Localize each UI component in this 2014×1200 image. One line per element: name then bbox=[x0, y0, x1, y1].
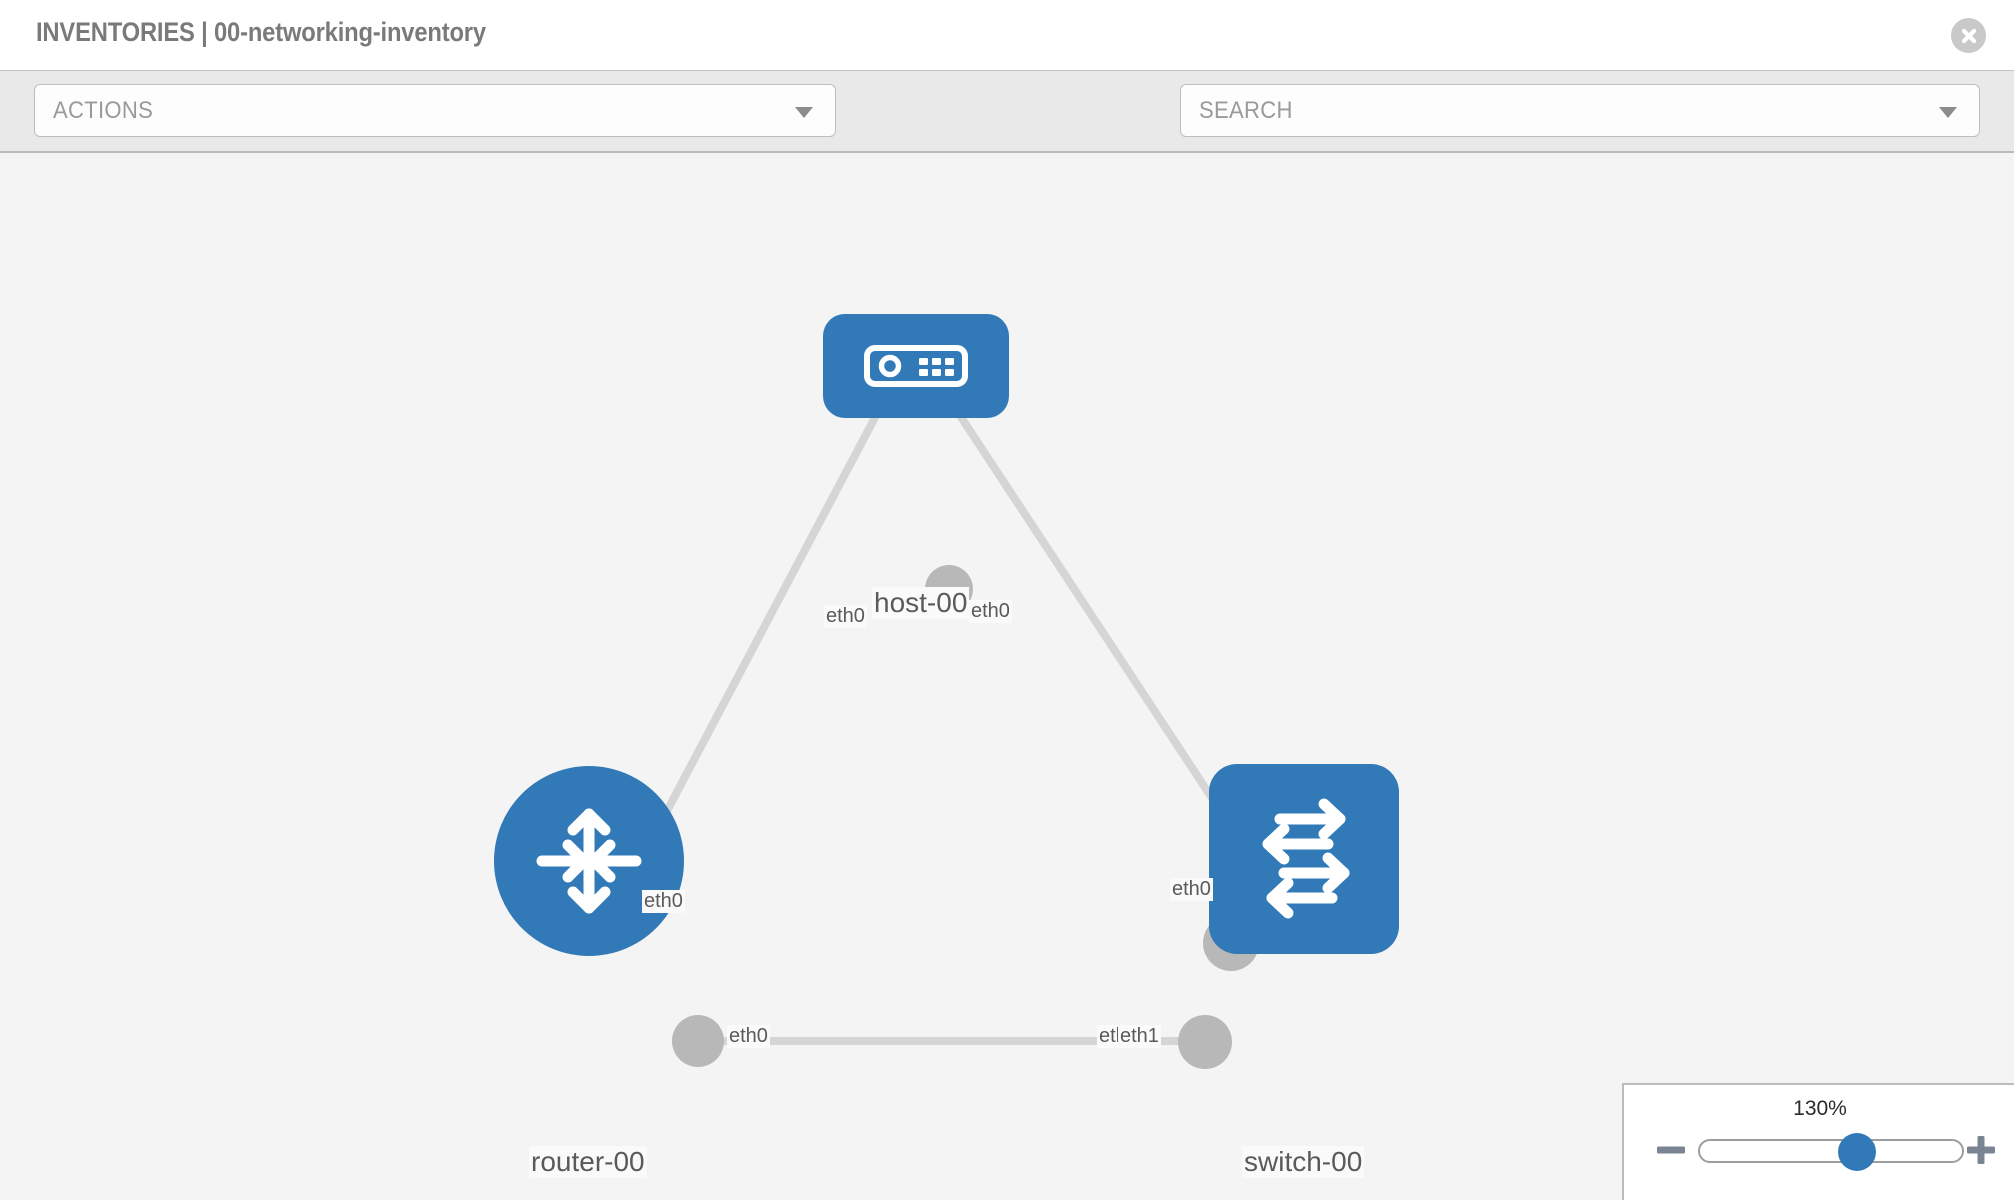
server-icon bbox=[864, 345, 968, 387]
connector-switch-left bbox=[1178, 1015, 1232, 1069]
router-node-shape[interactable] bbox=[494, 766, 684, 956]
connector-router-right bbox=[672, 1015, 724, 1067]
close-button[interactable] bbox=[1951, 18, 1986, 53]
node-label-host-00: host-00 bbox=[872, 587, 970, 619]
toolbar: ACTIONS SEARCH bbox=[0, 70, 2014, 204]
zoom-slider[interactable] bbox=[1698, 1133, 1964, 1171]
chevron-down-icon[interactable] bbox=[1939, 106, 1957, 118]
iface-label-router-right: eth0 bbox=[727, 1025, 770, 1048]
topology-links bbox=[646, 405, 1239, 1045]
zoom-slider-thumb[interactable] bbox=[1838, 1133, 1877, 1171]
page-header: INVENTORIES | 00-networking-inventory bbox=[0, 0, 2014, 70]
zoom-control-panel: 130% bbox=[1622, 1083, 2014, 1200]
actions-dropdown-label: ACTIONS bbox=[53, 97, 154, 124]
link-host-switch[interactable] bbox=[951, 405, 1239, 836]
actions-dropdown[interactable]: ACTIONS bbox=[34, 84, 836, 137]
zoom-out-button[interactable] bbox=[1654, 1133, 1688, 1167]
zoom-level-value: 130% bbox=[1793, 1097, 1847, 1120]
switch-icon bbox=[1262, 798, 1350, 919]
link-host-router[interactable] bbox=[646, 406, 884, 845]
iface-label-switch-left: eth1 bbox=[1118, 1025, 1161, 1048]
node-router-00[interactable] bbox=[494, 766, 684, 956]
close-icon bbox=[1959, 26, 1979, 46]
node-switch-00[interactable] bbox=[1209, 764, 1399, 954]
node-label-switch-00: switch-00 bbox=[1242, 1146, 1365, 1178]
node-label-router-00: router-00 bbox=[529, 1146, 647, 1178]
iface-label-switch-up: eth0 bbox=[1170, 878, 1213, 901]
zoom-in-button[interactable] bbox=[1964, 1133, 1998, 1167]
iface-label-host-right: eth0 bbox=[969, 600, 1012, 623]
topology-canvas[interactable]: host-00 eth0 eth0 bbox=[0, 153, 2014, 1200]
page-title: INVENTORIES | 00-networking-inventory bbox=[36, 17, 486, 47]
router-icon bbox=[536, 808, 642, 914]
iface-label-router-up: eth0 bbox=[642, 890, 685, 913]
host-node-shape[interactable] bbox=[823, 314, 1009, 418]
node-host-00[interactable] bbox=[823, 314, 1009, 418]
search-placeholder: SEARCH bbox=[1199, 97, 1293, 124]
chevron-down-icon bbox=[795, 106, 813, 118]
iface-label-host-left: eth0 bbox=[824, 605, 867, 628]
switch-node-shape[interactable] bbox=[1209, 764, 1399, 954]
search-input[interactable]: SEARCH bbox=[1180, 84, 1980, 137]
